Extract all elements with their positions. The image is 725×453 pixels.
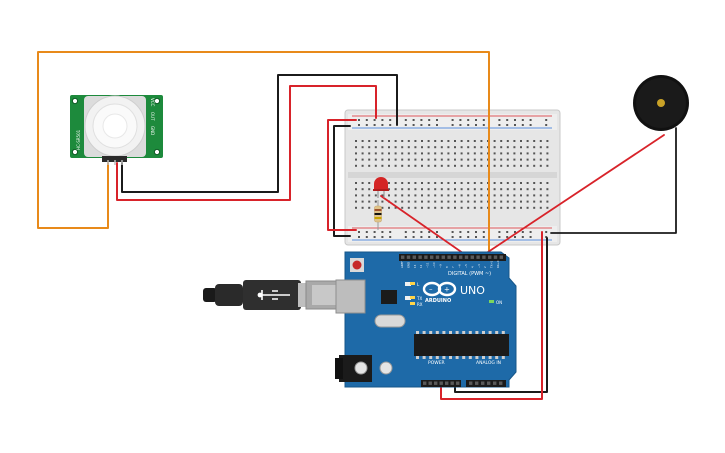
pir-right-label-out: OUT	[150, 112, 155, 121]
usb-cable-icon	[203, 280, 347, 310]
red-wire-pir	[116, 85, 377, 201]
wires	[37, 51, 677, 400]
black-wire-pir	[121, 74, 398, 193]
digital-pin-label: ~6	[458, 264, 462, 268]
rx-label: RX	[417, 302, 423, 307]
digital-pin-label: RX←0	[496, 260, 500, 268]
black-wire-rail-left	[333, 125, 351, 237]
digital-pin-label: 12	[419, 264, 423, 268]
arduino-logo-text: ARDUINO	[425, 298, 451, 304]
digital-pin-label: 4	[470, 266, 474, 268]
arduino-model: UNO	[460, 284, 485, 297]
digital-pin-label: AREF	[400, 261, 404, 268]
power-label: POWER	[428, 360, 445, 366]
red-wire-buzzer	[478, 134, 665, 259]
led[interactable]	[373, 177, 389, 198]
digital-pin-label: TX→1	[490, 260, 494, 268]
digital-pin-label: 7	[451, 266, 455, 268]
pir-sensor[interactable]: HC-SR501 VCC OUT GND	[70, 95, 163, 165]
pir-left-label: HC-SR501	[76, 129, 81, 150]
digital-label: DIGITAL (PWM ~)	[448, 271, 491, 277]
svg-text:–: –	[429, 286, 433, 294]
power-analog-header-holes	[423, 381, 503, 385]
chip-pins	[416, 331, 505, 359]
digital-pin-label: GND	[406, 262, 410, 268]
resistor[interactable]	[374, 200, 382, 230]
digital-pin-label: ~9	[438, 264, 442, 268]
red-wire-led	[380, 195, 471, 259]
pir-right-label-vcc: VCC	[150, 98, 155, 107]
svg-text:+: +	[444, 286, 450, 294]
pir-right-label-gnd: GND	[150, 126, 155, 135]
black-wire-buzzer	[550, 127, 677, 234]
l-label: L	[417, 282, 420, 287]
digital-pin-label: ~10	[432, 262, 436, 268]
digital-pin-label: ~3	[477, 264, 481, 268]
digital-pin-label: ~11	[426, 262, 430, 268]
red-wire-rail-left	[327, 119, 357, 231]
infinity-logo-icon: – +	[422, 281, 457, 297]
digital-pin-label: 8	[445, 266, 449, 268]
digital-header-holes	[401, 255, 503, 259]
buzzer-icon[interactable]	[633, 75, 689, 131]
red-wire-5v	[440, 231, 543, 400]
tx-label: TX	[416, 296, 422, 301]
analog-label: ANALOG IN	[476, 360, 501, 366]
orange-wire	[37, 51, 490, 259]
digital-pin-label: 13	[413, 264, 417, 268]
digital-pin-label: 2	[483, 266, 487, 268]
on-label: ON	[496, 300, 502, 305]
digital-pin-label: ~5	[464, 264, 468, 268]
